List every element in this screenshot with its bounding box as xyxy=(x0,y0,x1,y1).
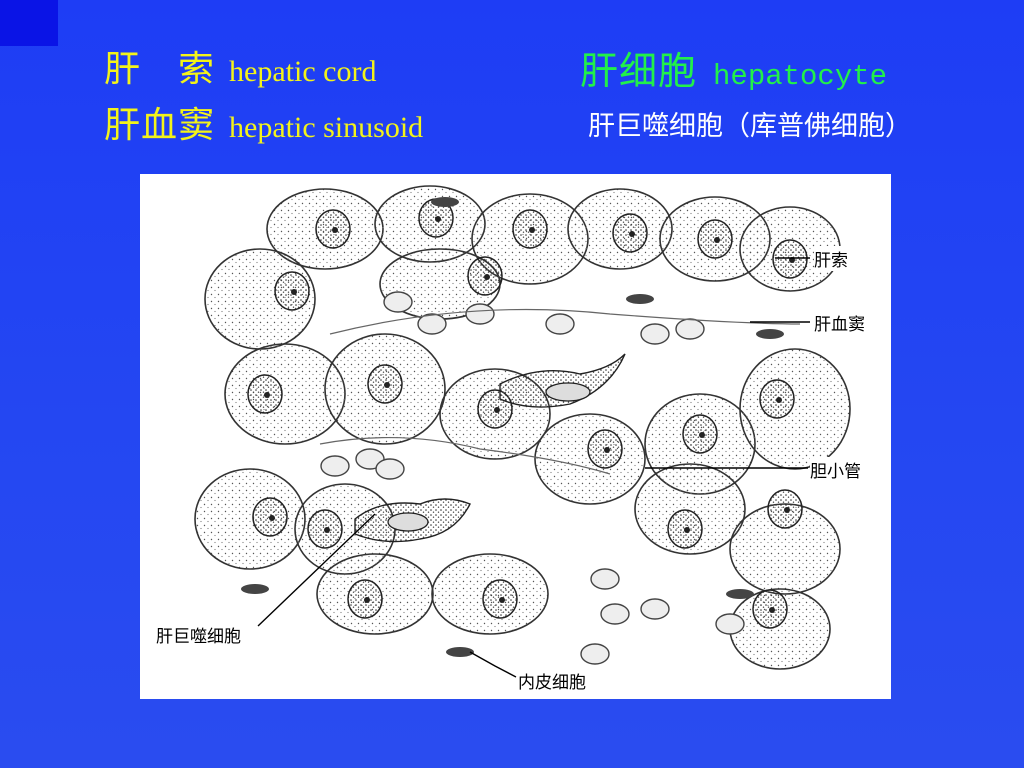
nucleolus xyxy=(332,227,338,233)
nucleolus xyxy=(776,397,782,403)
liver-histology-figure: 肝索 肝血窦 胆小管 肝巨噬细胞 内皮细胞 xyxy=(140,174,891,699)
kupffer-cell-body xyxy=(499,353,626,408)
nucleolus xyxy=(699,432,705,438)
nucleolus xyxy=(269,515,275,521)
nucleolus xyxy=(684,527,690,533)
red-blood-cell xyxy=(320,455,350,477)
label-endothelial-cell: 内皮细胞 xyxy=(518,668,586,693)
nucleolus xyxy=(484,274,490,280)
nucleolus xyxy=(629,231,635,237)
hepatocyte-cell xyxy=(194,468,306,570)
red-blood-cell xyxy=(715,613,745,635)
endothelial-nucleus xyxy=(756,329,784,339)
nucleolus xyxy=(714,237,720,243)
nucleolus xyxy=(364,597,370,603)
endothelial-nucleus xyxy=(626,294,654,304)
corner-mark xyxy=(0,0,58,46)
term-hepatocyte-zh: 肝细胞 xyxy=(580,49,698,93)
endothelial-nucleus xyxy=(431,197,459,207)
nucleolus xyxy=(494,407,500,413)
liver-histology-drawing xyxy=(194,185,851,678)
term-hepatic-sinusoid: 肝血窦 hepatic sinusoid xyxy=(104,96,423,148)
nucleolus xyxy=(435,216,441,222)
nucleolus xyxy=(529,227,535,233)
red-blood-cell xyxy=(375,458,405,480)
red-blood-cell xyxy=(675,318,705,340)
red-blood-cell xyxy=(417,313,447,335)
leader-line-endothelial xyxy=(469,651,517,678)
kupffer-cell-nucleus xyxy=(545,382,591,402)
red-blood-cell xyxy=(640,323,670,345)
red-blood-cell xyxy=(545,313,575,335)
macrophage-nucleus xyxy=(387,512,429,532)
sinusoid-wall xyxy=(329,308,801,335)
label-macrophage: 肝巨噬细胞 xyxy=(156,622,241,647)
nucleolus xyxy=(264,392,270,398)
red-blood-cell xyxy=(590,568,620,590)
nucleolus xyxy=(769,607,775,613)
red-blood-cell xyxy=(600,603,630,625)
label-bile-canaliculus: 胆小管 xyxy=(810,457,861,482)
nucleolus xyxy=(291,289,297,295)
label-hepatic-cord: 肝索 xyxy=(814,246,848,271)
red-blood-cell xyxy=(465,303,495,325)
nucleolus xyxy=(384,382,390,388)
term-hepatic-cord: 肝 索 hepatic cord xyxy=(104,40,376,92)
nucleolus xyxy=(784,507,790,513)
red-blood-cell xyxy=(640,598,670,620)
hepatocyte-cell xyxy=(634,463,746,555)
label-hepatic-sinusoid: 肝血窦 xyxy=(814,310,865,335)
nucleolus xyxy=(604,447,610,453)
red-blood-cell xyxy=(383,291,413,313)
sinusoid-wall xyxy=(319,437,611,475)
endothelial-nucleus xyxy=(726,589,754,599)
term-hepatic-cord-en: hepatic cord xyxy=(229,55,377,88)
nucleolus xyxy=(499,597,505,603)
endothelial-nucleus xyxy=(446,647,474,657)
term-hepatocyte: 肝细胞 hepatocyte xyxy=(580,40,887,95)
nucleolus xyxy=(324,527,330,533)
endothelial-nucleus xyxy=(241,584,269,594)
term-hepatocyte-en: hepatocyte xyxy=(713,60,888,93)
term-kupffer-cell: 肝巨噬细胞（库普佛细胞） xyxy=(588,111,912,142)
term-hepatic-sinusoid-zh: 肝血窦 xyxy=(104,105,216,146)
term-hepatic-sinusoid-en: hepatic sinusoid xyxy=(229,111,424,144)
leader-line-macrophage xyxy=(257,513,376,627)
red-blood-cell xyxy=(580,643,610,665)
hepatocyte-cell xyxy=(739,348,851,470)
term-hepatic-cord-zh: 肝 索 xyxy=(104,49,216,90)
